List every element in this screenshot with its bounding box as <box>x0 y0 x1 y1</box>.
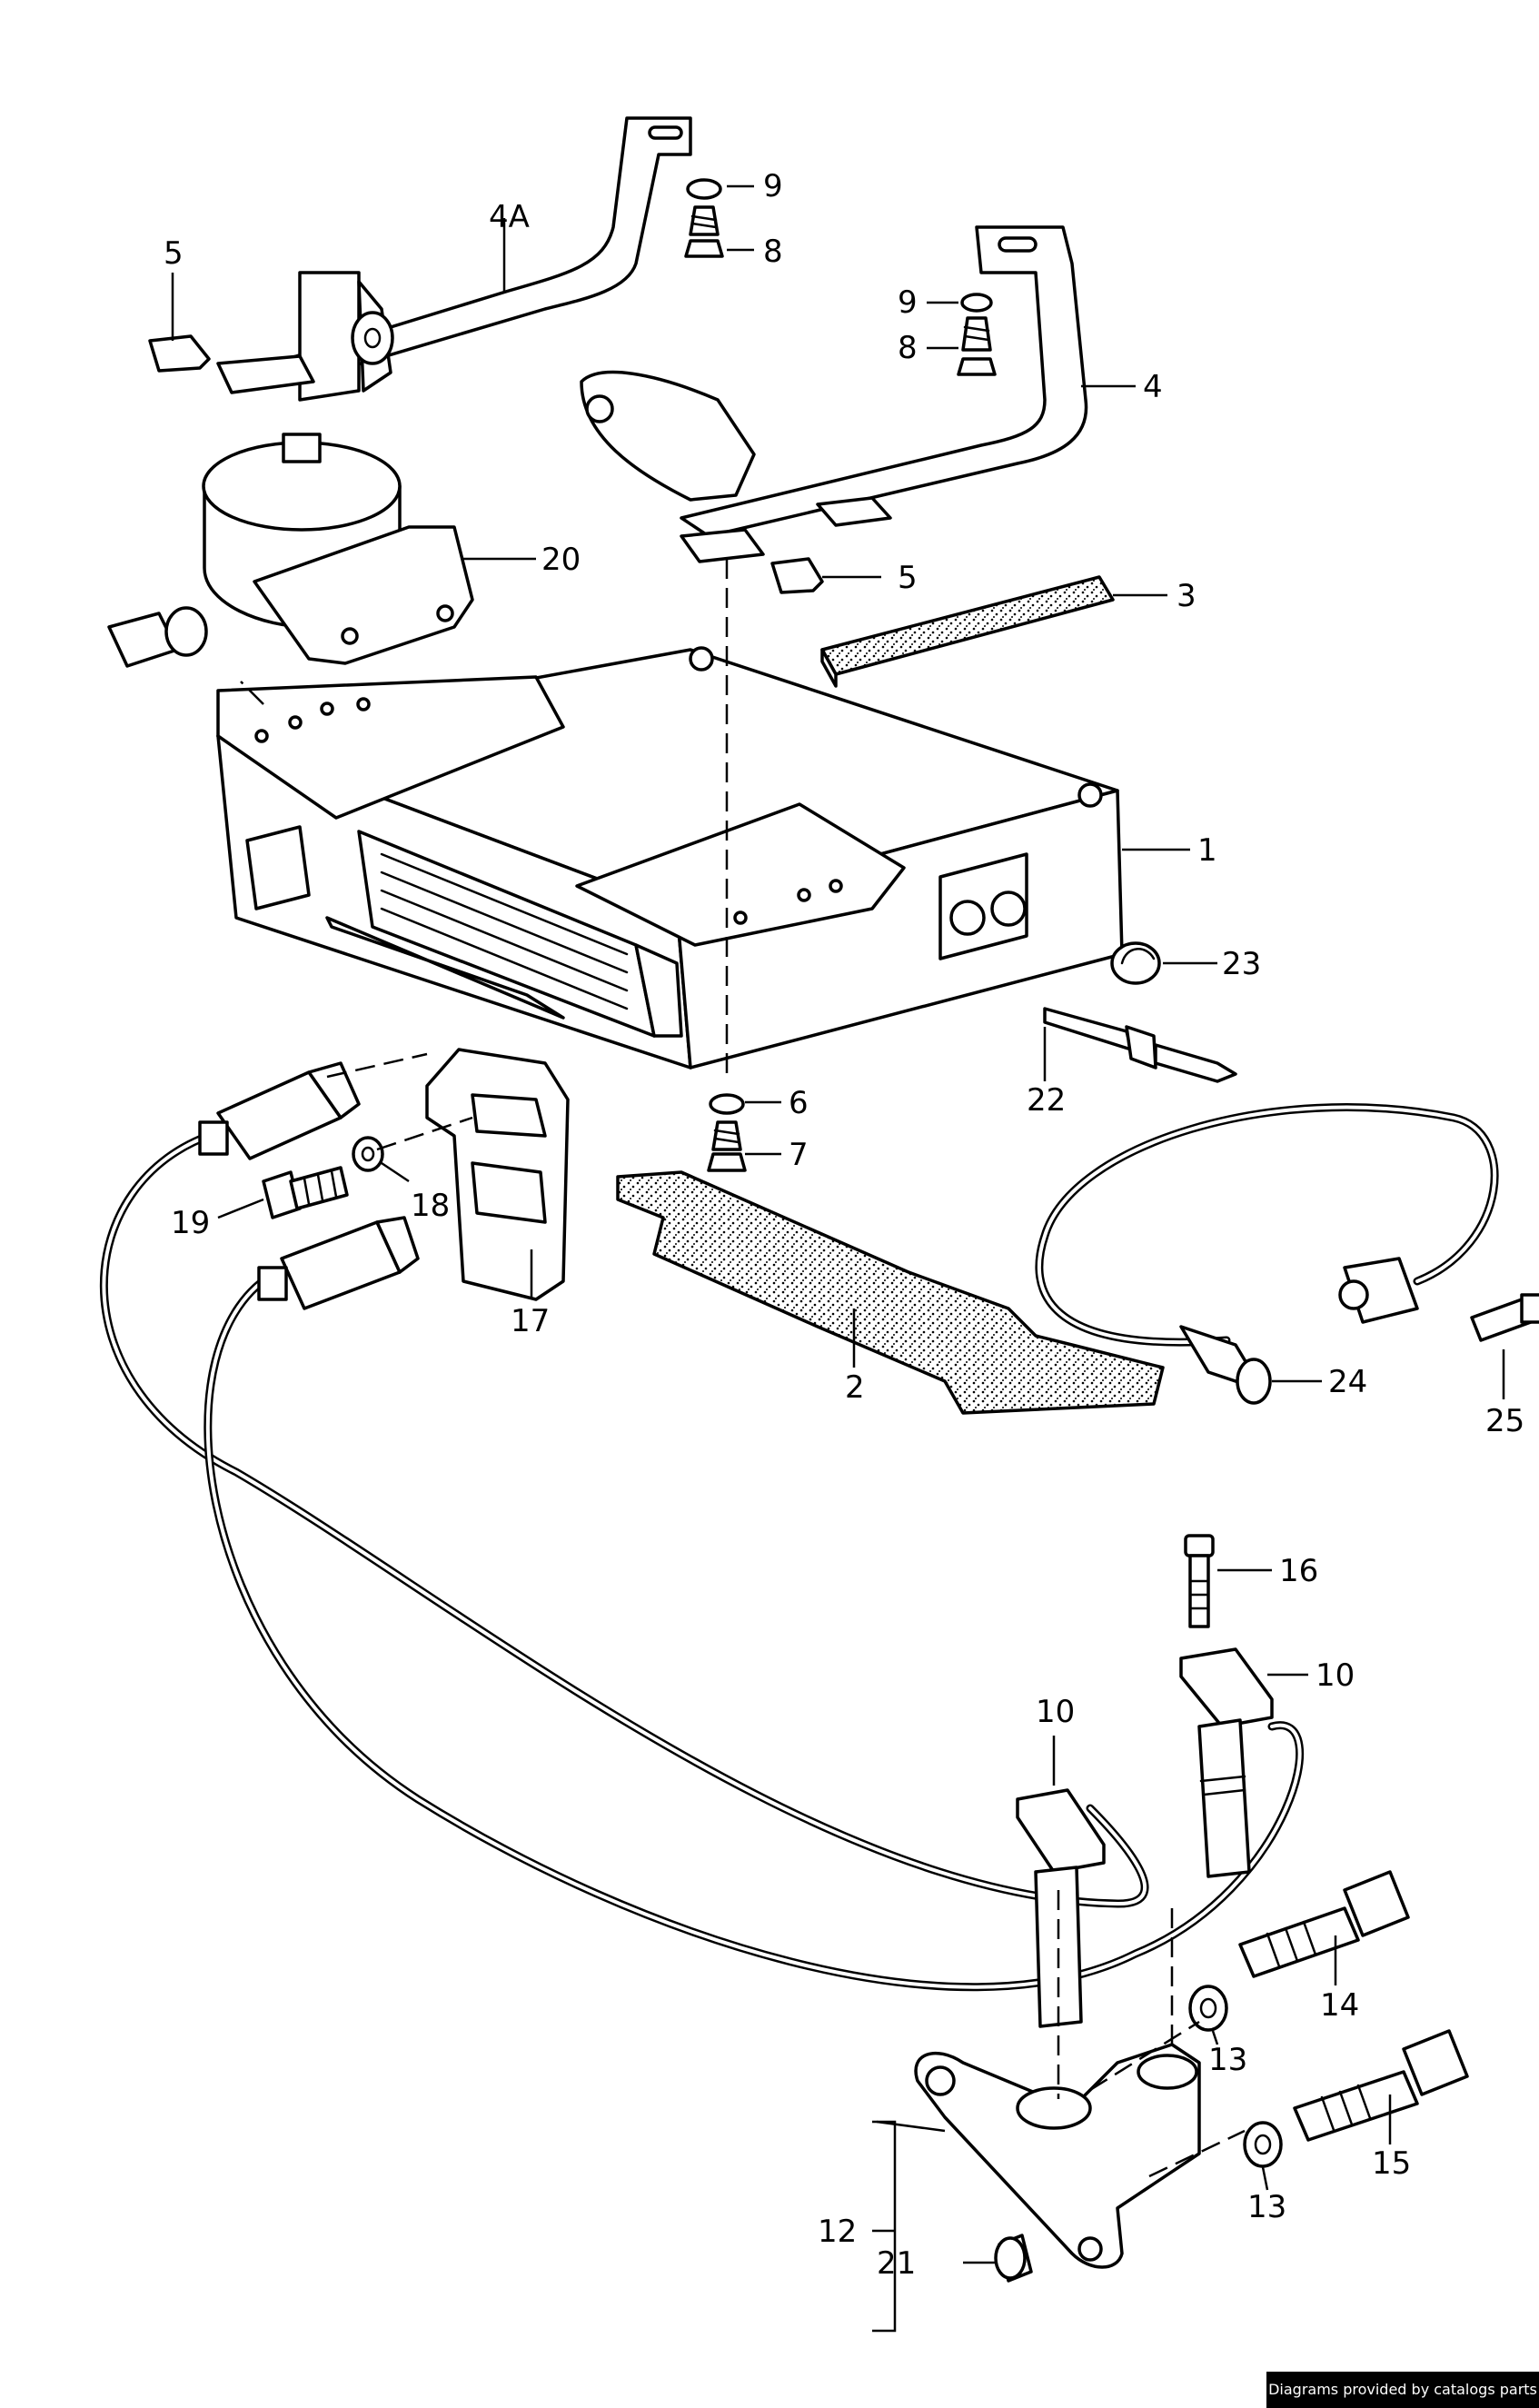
fasteners-upper <box>148 178 997 594</box>
callout-9-right: 9 <box>898 284 918 321</box>
callout-17: 17 <box>511 1303 550 1339</box>
callout-4a: 4A <box>489 199 530 235</box>
callout-13-upper: 13 <box>1208 2042 1247 2078</box>
callout-6: 6 <box>789 1085 809 1121</box>
callout-20: 20 <box>541 542 581 578</box>
actuator-20 <box>107 433 474 668</box>
callout-10-right: 10 <box>1316 1657 1355 1694</box>
callout-7: 7 <box>789 1137 809 1173</box>
sensor-cables <box>100 1103 1499 1992</box>
credit-banner: Diagrams provided by catalogs parts <box>1266 2372 1539 2408</box>
washer-18-bolt-19 <box>262 1136 384 1219</box>
callout-22: 22 <box>1027 1082 1066 1119</box>
callout-14: 14 <box>1320 1987 1359 2024</box>
callout-3: 3 <box>1177 578 1196 614</box>
sensor-24 <box>1179 1257 1419 1405</box>
callout-24: 24 <box>1328 1364 1367 1400</box>
callout-15: 15 <box>1372 2145 1411 2182</box>
callout-12: 12 <box>818 2214 857 2250</box>
sensor-bracket-12 <box>914 2043 1201 2269</box>
leader-lines <box>171 184 1505 2333</box>
bolt-16 <box>1184 1534 1215 1628</box>
cable-connectors <box>198 1061 420 1310</box>
bracket-4 <box>580 225 1088 563</box>
callout-8-top: 8 <box>763 234 783 270</box>
callout-5-left: 5 <box>164 235 184 272</box>
bolt-25 <box>1470 1293 1539 1342</box>
assembly-guide-lines <box>240 559 1246 2178</box>
callout-8-right: 8 <box>898 330 918 366</box>
callout-2: 2 <box>845 1369 865 1406</box>
callout-21: 21 <box>877 2245 916 2282</box>
speed-sensor-10-left <box>1016 1788 1106 2028</box>
foam-strip-3 <box>820 575 1115 688</box>
fasteners-lower <box>707 1093 747 1172</box>
callout-25: 25 <box>1485 1403 1524 1439</box>
speed-sensor-10-right <box>1179 1647 1274 1878</box>
callout-23: 23 <box>1222 946 1261 982</box>
connector-bracket-17 <box>425 1048 570 1301</box>
callout-13-lower: 13 <box>1247 2189 1286 2225</box>
callout-19: 19 <box>171 1205 210 1241</box>
washers-bolts-lower <box>994 1870 1469 2283</box>
control-unit-1 <box>216 646 1124 1070</box>
callout-1: 1 <box>1197 832 1217 869</box>
callout-5-right: 5 <box>898 560 918 596</box>
bracket-4a <box>216 116 692 402</box>
callout-18: 18 <box>411 1188 450 1224</box>
plug-23 <box>1110 941 1161 985</box>
callout-16: 16 <box>1279 1553 1318 1589</box>
callout-4: 4 <box>1143 369 1163 405</box>
probe-22 <box>1043 1007 1237 1083</box>
callout-9-top: 9 <box>763 168 783 204</box>
callout-labels: 4A 9 8 5 9 8 4 20 5 3 1 23 22 6 7 18 19 … <box>164 168 1524 2282</box>
foam-strip-2 <box>616 1170 1165 1415</box>
callout-10-left: 10 <box>1036 1694 1075 1730</box>
